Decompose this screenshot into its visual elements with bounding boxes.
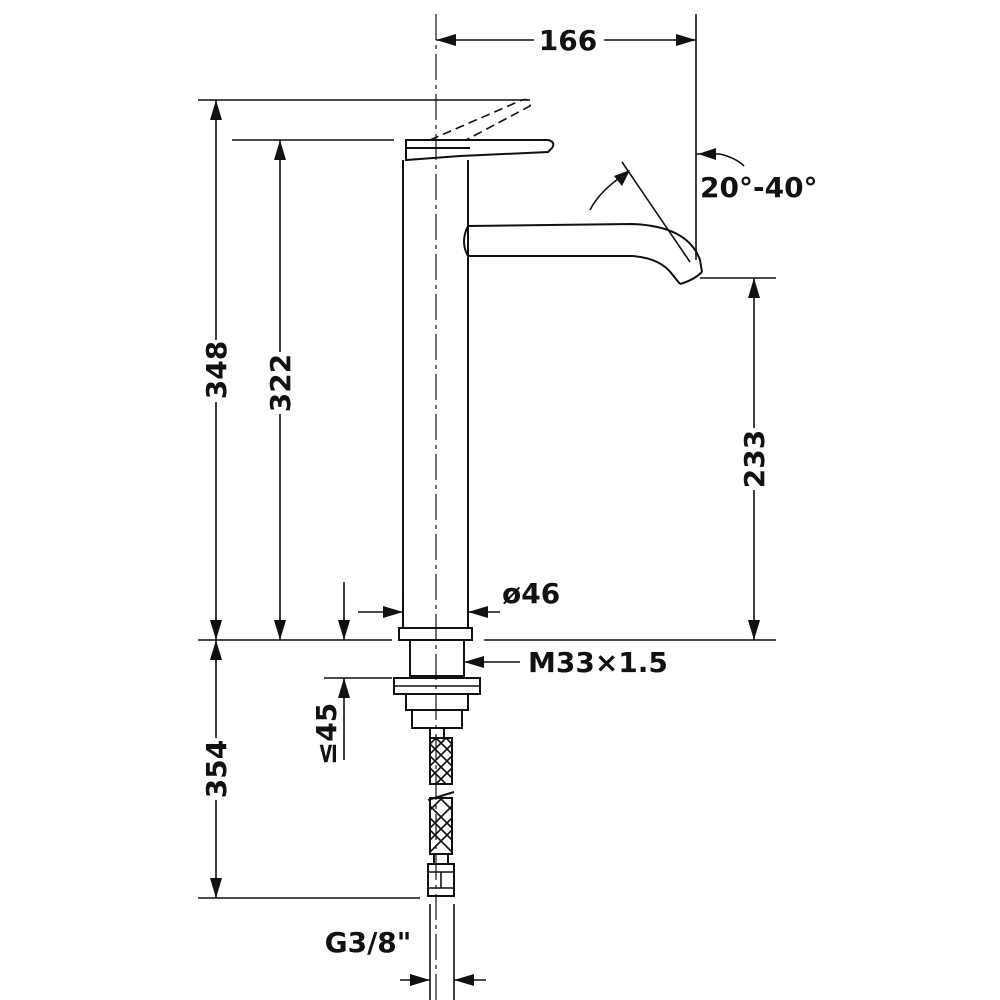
dimension-diameter [338,582,500,640]
dim-spout-height-label: 233 [738,430,771,488]
dimension-hose-connection [400,974,486,986]
dim-body-height-label: 322 [264,354,297,412]
dim-diameter-label: ø46 [502,577,560,610]
dim-hose-length-label: 354 [200,740,233,798]
supply-hose [427,737,455,897]
dim-total-height-label: 348 [200,341,233,399]
dim-reach-label: 166 [539,24,597,57]
dim-angle-label: 20°-40° [700,171,818,204]
lever-handle-raised-position [429,98,532,141]
dimension-reach [436,34,696,46]
dimension-angle [589,148,745,211]
dimension-thread [464,656,520,668]
extension-lines [198,14,776,1000]
spout [463,161,703,285]
mounting-hardware [393,639,481,739]
dim-max-thickness-label: ≤45 [310,703,343,765]
dim-hose-connection-label: G3/8" [325,926,412,959]
lever-handle [405,139,555,162]
dim-thread-label: M33×1.5 [528,646,668,679]
dimension-max-thickness [338,678,350,760]
